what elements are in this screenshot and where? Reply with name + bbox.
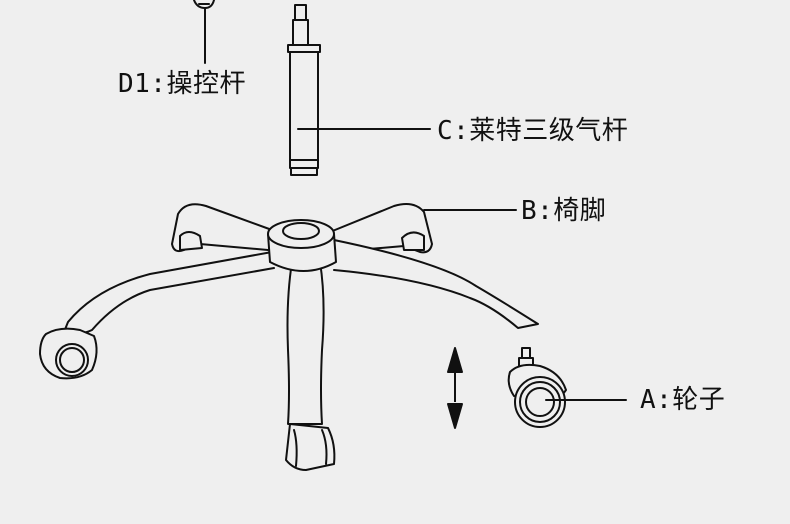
caster-wheel-part bbox=[507, 347, 627, 428]
up-down-arrow-icon bbox=[447, 347, 463, 429]
label-gas-lift: C:莱特三级气杆 bbox=[437, 116, 629, 146]
chair-base-part bbox=[39, 203, 539, 471]
label-control-lever: D1:操控杆 bbox=[118, 69, 246, 99]
control-lever-part bbox=[193, 0, 215, 64]
label-caster-wheel: A:轮子 bbox=[640, 385, 726, 415]
label-chair-base: B:椅脚 bbox=[521, 196, 607, 226]
gas-lift-part bbox=[287, 4, 431, 176]
